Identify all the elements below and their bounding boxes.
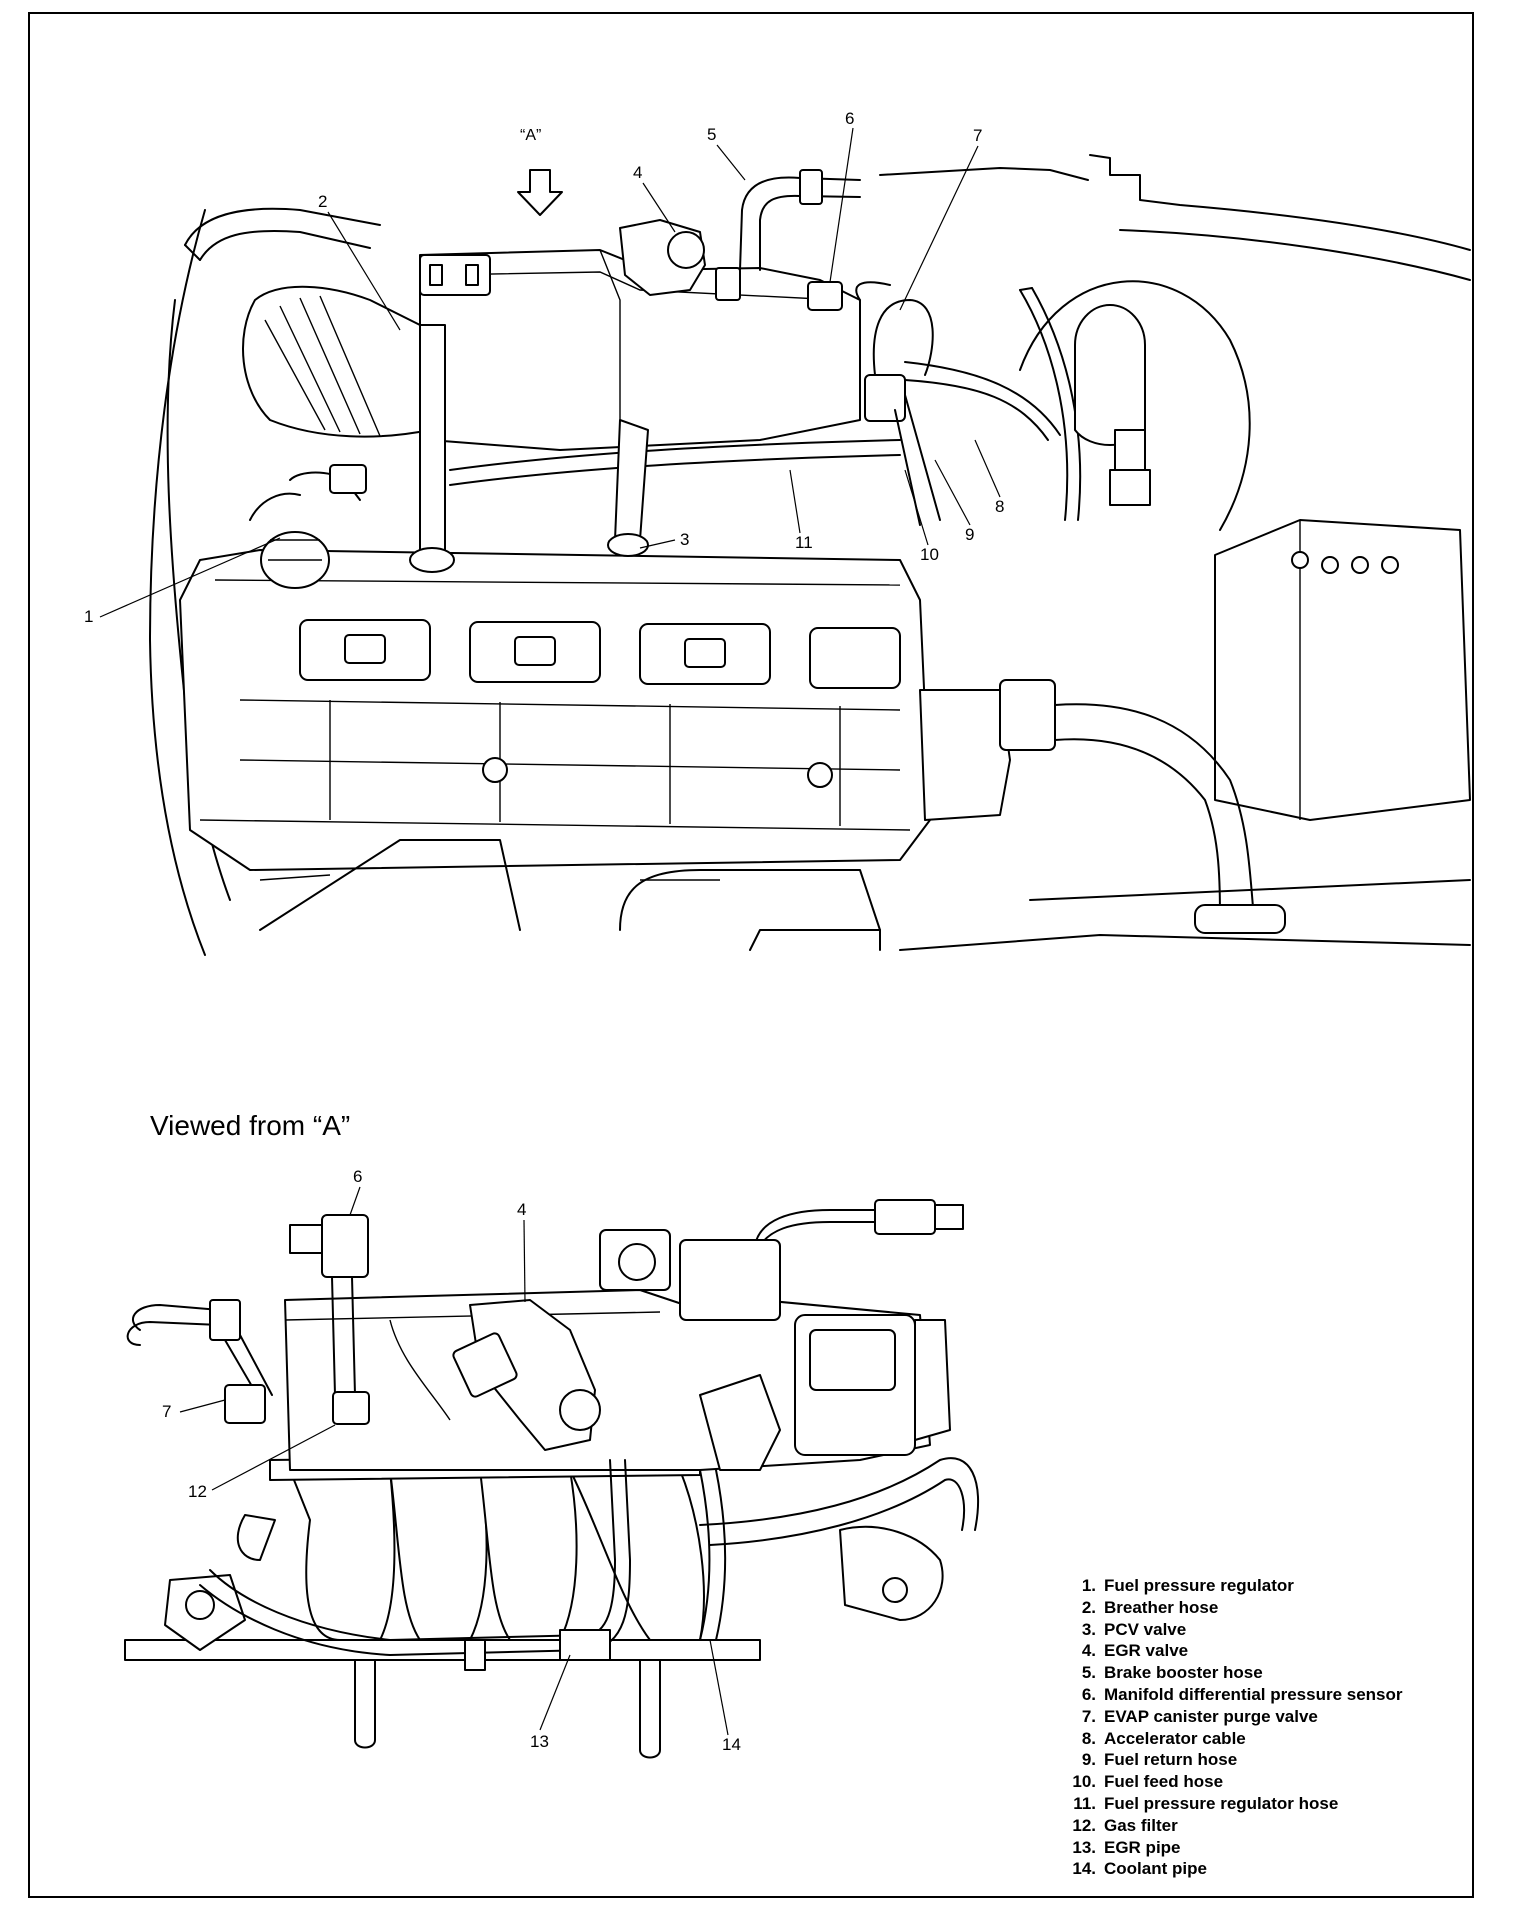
legend-item: 14. Coolant pipe xyxy=(1062,1858,1482,1880)
legend-label: Accelerator cable xyxy=(1104,1728,1246,1748)
callout-b14: 14 xyxy=(722,1735,741,1754)
intake-side-view xyxy=(124,1199,980,1759)
legend-item: 2. Breather hose xyxy=(1062,1597,1482,1619)
callout-11: 11 xyxy=(795,533,813,552)
callout-4: 4 xyxy=(633,163,642,182)
legend-label: Brake booster hose xyxy=(1104,1663,1263,1683)
legend-label: Fuel return hose xyxy=(1104,1750,1238,1770)
legend-number: 8. xyxy=(1081,1728,1096,1748)
bottom-callouts: 6 4 7 12 13 14 xyxy=(162,1167,741,1754)
callout-b4: 4 xyxy=(517,1200,526,1219)
legend-number: 1. xyxy=(1081,1576,1096,1595)
legend-item: 9. Fuel return hose xyxy=(1062,1749,1482,1771)
legend-number: 11. xyxy=(1073,1793,1096,1813)
bottom-leader-lines xyxy=(179,1186,729,1736)
legend-number: 9. xyxy=(1081,1750,1096,1770)
callout-1: 1 xyxy=(84,607,93,626)
legend-label: Manifold differential pressure sensor xyxy=(1104,1684,1403,1704)
legend-label: EGR valve xyxy=(1104,1641,1189,1661)
callout-5: 5 xyxy=(707,125,716,144)
callout-8: 8 xyxy=(995,497,1004,516)
legend-item: 4. EGR valve xyxy=(1062,1640,1482,1662)
legend-item: 3. PCV valve xyxy=(1062,1619,1482,1641)
legend-number: 2. xyxy=(1081,1597,1096,1617)
legend-item: 11. Fuel pressure regulator hose xyxy=(1062,1793,1482,1815)
legend-item: 6. Manifold differential pressure sensor xyxy=(1062,1684,1482,1706)
callout-b7: 7 xyxy=(162,1402,171,1421)
legend-number: 12. xyxy=(1072,1815,1096,1835)
view-a-arrow-label: “A” xyxy=(520,127,541,144)
legend-item: 8. Accelerator cable xyxy=(1062,1728,1482,1750)
legend-label: Breather hose xyxy=(1104,1597,1219,1617)
legend-number: 6. xyxy=(1081,1684,1096,1704)
legend-item: 13. EGR pipe xyxy=(1062,1837,1482,1859)
legend-number: 13. xyxy=(1072,1837,1096,1857)
legend-label: Coolant pipe xyxy=(1104,1859,1207,1879)
callout-2: 2 xyxy=(318,192,327,211)
legend-label: Gas filter xyxy=(1104,1815,1178,1835)
callout-10: 10 xyxy=(920,545,939,564)
view-caption: Viewed from “A” xyxy=(150,1110,350,1141)
legend-number: 7. xyxy=(1081,1706,1096,1726)
callout-9: 9 xyxy=(965,525,974,544)
callout-b13: 13 xyxy=(530,1732,549,1751)
legend-item: 1. Fuel pressure regulator xyxy=(1062,1575,1482,1597)
parts-legend: 1. Fuel pressure regulator 2. Breather hose… xyxy=(1062,1575,1482,1880)
legend-label: EGR pipe xyxy=(1104,1837,1181,1857)
legend-number: 3. xyxy=(1081,1619,1096,1639)
callout-b12: 12 xyxy=(188,1482,207,1501)
callout-6: 6 xyxy=(845,109,854,128)
legend-number: 4. xyxy=(1081,1641,1096,1661)
legend-label: Fuel pressure regulator xyxy=(1104,1576,1294,1595)
legend-label: EVAP canister purge valve xyxy=(1104,1706,1318,1726)
legend-label: Fuel pressure regulator hose xyxy=(1104,1793,1339,1813)
legend-item: 5. Brake booster hose xyxy=(1062,1662,1482,1684)
diagram-frame xyxy=(28,12,1474,1898)
legend-number: 14. xyxy=(1072,1859,1096,1879)
callout-b6: 6 xyxy=(353,1167,362,1186)
legend-item: 7. EVAP canister purge valve xyxy=(1062,1706,1482,1728)
legend-item: 10. Fuel feed hose xyxy=(1062,1771,1482,1793)
legend-label: Fuel feed hose xyxy=(1104,1772,1224,1792)
top-callouts: 1 2 3 4 5 6 7 8 9 10 11 xyxy=(84,109,1004,626)
legend-item: 12. Gas filter xyxy=(1062,1815,1482,1837)
top-leader-lines xyxy=(99,127,1001,618)
callout-3: 3 xyxy=(680,530,689,549)
engine-top-view xyxy=(149,154,1471,956)
legend-number: 5. xyxy=(1081,1663,1096,1683)
legend-label: PCV valve xyxy=(1104,1619,1187,1639)
legend-number: 10. xyxy=(1072,1772,1096,1792)
callout-7: 7 xyxy=(973,126,982,145)
view-a-arrow: “A” xyxy=(517,127,563,216)
